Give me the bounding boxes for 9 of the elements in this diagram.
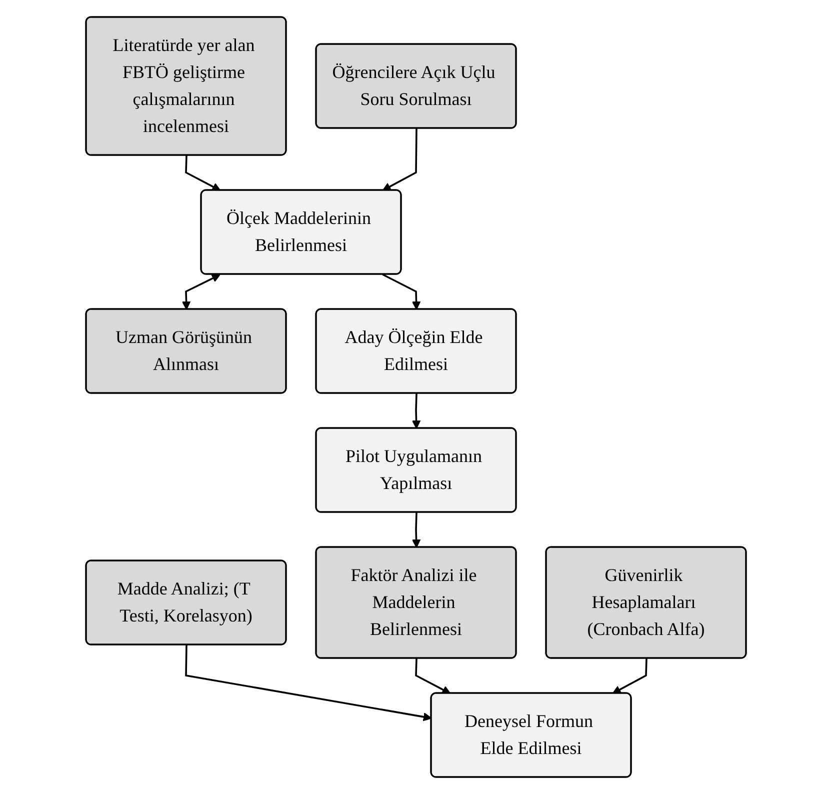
arrow (612, 658, 647, 694)
arrow (414, 658, 450, 694)
arrow (184, 155, 220, 191)
arrow (411, 393, 420, 429)
arrow (411, 512, 420, 548)
arrow (184, 644, 432, 722)
arrow (382, 274, 420, 310)
arrow (181, 274, 220, 310)
arrow (382, 128, 417, 191)
